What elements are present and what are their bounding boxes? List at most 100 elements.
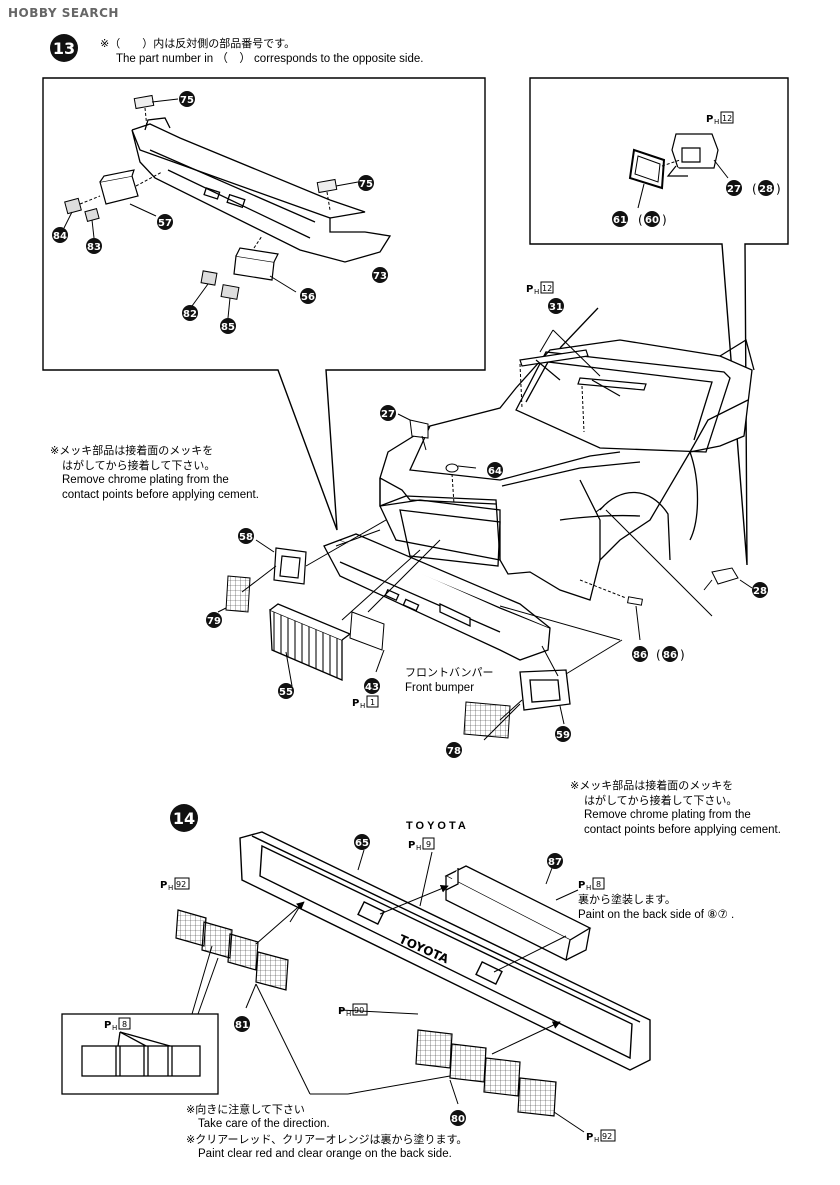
direction-note-jp: ※向きに注意して下さい — [186, 1103, 305, 1116]
part-85-lens — [220, 284, 240, 300]
svg-text:P: P — [104, 1020, 111, 1031]
chrome-note-14-jp-1: ※メッキ部品は接着面のメッキを — [570, 779, 734, 792]
part-27-mirror-car — [409, 419, 429, 451]
part-80-lenses — [415, 1029, 557, 1117]
svg-text:8: 8 — [122, 1020, 127, 1029]
direction-note-en: Take care of the direction. — [198, 1118, 330, 1130]
svg-text:H: H — [360, 702, 365, 710]
callout-61: 61 — [612, 211, 628, 227]
step-13-badge: 13 — [50, 34, 78, 62]
svg-text:P: P — [578, 880, 585, 891]
svg-text:(: ( — [752, 182, 757, 196]
chrome-note-jp-2: はがしてから接着して下さい。 — [62, 459, 216, 472]
svg-text:28: 28 — [753, 586, 767, 597]
chrome-note-en-1: Remove chrome plating from the — [62, 474, 229, 486]
svg-text:H: H — [112, 1024, 117, 1032]
part-43-plate — [349, 611, 385, 651]
callout-80: 80 — [450, 1110, 466, 1126]
svg-text:86: 86 — [633, 650, 647, 661]
callout-27-car: 27 — [380, 405, 396, 421]
car-body — [379, 307, 755, 601]
callout-27: 27 — [726, 180, 742, 196]
callout-87: 87 — [547, 853, 563, 869]
svg-text:8: 8 — [596, 880, 601, 889]
part-81-lenses — [175, 909, 289, 991]
part-75-tab — [133, 94, 155, 110]
inset-direction-box — [61, 1013, 219, 1095]
callout-86: 86 — [632, 646, 648, 662]
svg-text:H: H — [346, 1010, 351, 1018]
svg-text:85: 85 — [221, 322, 235, 333]
svg-text:27: 27 — [727, 184, 741, 195]
svg-text:P: P — [526, 284, 533, 295]
svg-text:84: 84 — [53, 231, 67, 242]
part-59-lamp — [519, 669, 571, 711]
callout-56: 56 — [300, 288, 316, 304]
callout-57: 57 — [157, 214, 173, 230]
part-84-lens — [64, 197, 82, 215]
svg-text:12: 12 — [722, 114, 732, 123]
clear-paint-note-en: Paint clear red and clear orange on the … — [198, 1148, 452, 1160]
svg-text:86: 86 — [663, 650, 677, 661]
callout-84: 84 — [52, 227, 68, 243]
svg-text:28: 28 — [759, 184, 773, 195]
svg-text:64: 64 — [488, 466, 502, 477]
svg-text:73: 73 — [373, 271, 387, 282]
step-13-number: 13 — [52, 38, 76, 58]
svg-text:): ) — [680, 648, 685, 662]
svg-text:H: H — [714, 118, 719, 126]
callout-75-b: 75 — [358, 175, 374, 191]
part-56-lamp — [233, 247, 279, 281]
chrome-note-jp-1: ※メッキ部品は接着面のメッキを — [50, 444, 214, 457]
svg-text:82: 82 — [183, 309, 197, 320]
front-bumper-assembly — [323, 533, 551, 661]
part-65-grille-frame — [239, 831, 651, 1071]
callout-43: 43 — [364, 678, 380, 694]
chrome-note-en-2: contact points before applying cement. — [62, 489, 259, 501]
front-bumper-label-jp: フロントバンパー — [405, 666, 494, 679]
svg-text:90: 90 — [354, 1006, 364, 1015]
part-87-bar — [444, 865, 592, 961]
svg-text:56: 56 — [301, 292, 315, 303]
paint-back-en: Paint on the back side of ⑧⑦ . — [578, 909, 735, 921]
part-31-wipers — [519, 349, 647, 397]
svg-text:83: 83 — [87, 242, 101, 253]
svg-text:60: 60 — [645, 215, 659, 226]
svg-text:81: 81 — [235, 1020, 249, 1031]
callout-28: 28 — [752, 582, 768, 598]
svg-text:H: H — [416, 844, 421, 852]
svg-text:80: 80 — [451, 1114, 465, 1125]
part-79-lens — [225, 575, 251, 613]
svg-text:75: 75 — [180, 95, 194, 106]
callout-81: 81 — [234, 1016, 250, 1032]
svg-text:92: 92 — [176, 880, 186, 889]
paren-marks: () () () — [638, 182, 781, 662]
part-55-grille — [269, 603, 352, 681]
svg-text:(: ( — [656, 648, 661, 662]
part-58-lamp — [273, 547, 307, 585]
step-14-number: 14 — [172, 808, 196, 828]
chrome-note-14-en-2: contact points before applying cement. — [584, 824, 781, 836]
svg-text:92: 92 — [602, 1132, 612, 1141]
svg-text:57: 57 — [158, 218, 172, 229]
chrome-note-14-jp-2: はがしてから接着して下さい。 — [584, 794, 738, 807]
svg-text:P: P — [160, 880, 167, 891]
svg-text:H: H — [586, 884, 591, 892]
svg-text:58: 58 — [239, 532, 253, 543]
svg-text:12: 12 — [542, 284, 552, 293]
svg-text:75: 75 — [359, 179, 373, 190]
svg-text:H: H — [534, 288, 539, 296]
svg-text:43: 43 — [365, 682, 379, 693]
toyota-label: TOYOTA — [406, 820, 469, 832]
svg-text:1: 1 — [370, 698, 375, 707]
callout-64: 64 — [487, 462, 503, 478]
callout-60-paren: 60 — [644, 211, 660, 227]
part-82-lens — [200, 270, 218, 286]
callout-65: 65 — [354, 834, 370, 850]
callout-58: 58 — [238, 528, 254, 544]
part-27-mirror — [666, 133, 719, 177]
paint-back-jp: 裏から塗装します。 — [578, 893, 676, 906]
